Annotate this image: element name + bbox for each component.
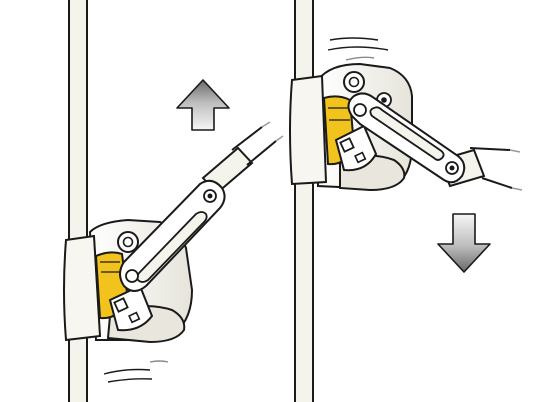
panel-ascend xyxy=(63,0,284,402)
latch-slot xyxy=(113,297,129,313)
motion-lines xyxy=(327,37,389,61)
motion-lines xyxy=(103,360,169,383)
rope xyxy=(294,0,314,402)
rope-clamp-device xyxy=(63,179,226,344)
rope xyxy=(68,0,88,402)
connector-lever xyxy=(119,179,226,292)
down-arrow-icon xyxy=(437,213,491,273)
rope-clamp-device xyxy=(289,62,466,192)
connector-lever xyxy=(347,92,466,184)
up-arrow-icon xyxy=(176,79,230,131)
panel-descend xyxy=(289,0,523,402)
latch-slot xyxy=(339,137,355,153)
